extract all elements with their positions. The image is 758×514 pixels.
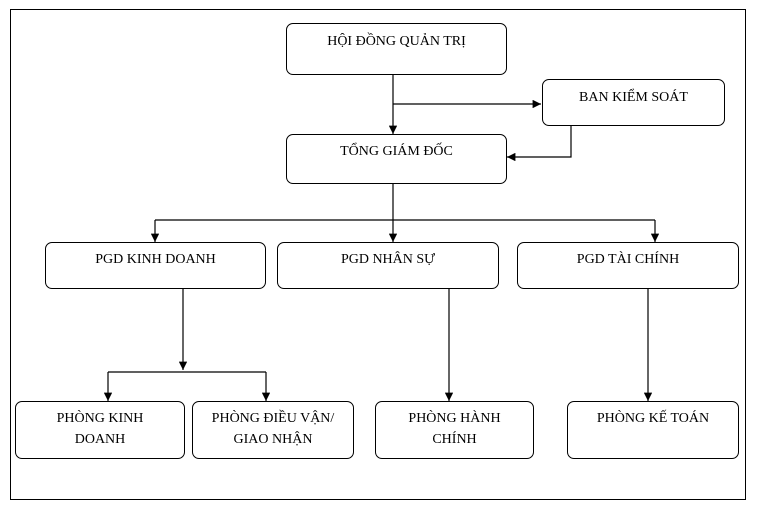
dept-business-label: PHÒNG KINH DOANH bbox=[56, 411, 144, 447]
arrow-supervisory-to-ceo bbox=[507, 126, 572, 162]
vp-hr-label: PGD NHÂN SỰ bbox=[340, 252, 436, 267]
vp-hr-box: PGD NHÂN SỰ bbox=[277, 242, 499, 289]
dept-accounting-label: PHÒNG KẾ TOÁN bbox=[596, 411, 710, 426]
board-label: HỘI ĐỒNG QUẢN TRỊ bbox=[327, 34, 466, 49]
diagram-frame bbox=[10, 9, 746, 500]
board-box: HỘI ĐỒNG QUẢN TRỊ bbox=[286, 23, 507, 75]
supervisory-label: BAN KIỂM SOÁT bbox=[579, 90, 688, 105]
dept-logistics-box: PHÒNG ĐIỀU VẬN/ GIAO NHẬN bbox=[192, 401, 354, 459]
vp-business-box: PGD KINH DOANH bbox=[45, 242, 266, 289]
vp-business-label: PGD KINH DOANH bbox=[95, 252, 216, 267]
vp-finance-label: PGD TÀI CHÍNH bbox=[576, 252, 680, 267]
vp-finance-box: PGD TÀI CHÍNH bbox=[517, 242, 739, 289]
dept-accounting-box: PHÒNG KẾ TOÁN bbox=[567, 401, 739, 459]
dept-logistics-label: PHÒNG ĐIỀU VẬN/ GIAO NHẬN bbox=[211, 411, 335, 447]
ceo-label: TỔNG GIÁM ĐỐC bbox=[340, 144, 453, 159]
dept-business-box: PHÒNG KINH DOANH bbox=[15, 401, 185, 459]
dept-admin-label: PHÒNG HÀNH CHÍNH bbox=[408, 411, 501, 447]
ceo-box: TỔNG GIÁM ĐỐC bbox=[286, 134, 507, 184]
dept-admin-box: PHÒNG HÀNH CHÍNH bbox=[375, 401, 534, 459]
supervisory-box: BAN KIỂM SOÁT bbox=[542, 79, 725, 126]
